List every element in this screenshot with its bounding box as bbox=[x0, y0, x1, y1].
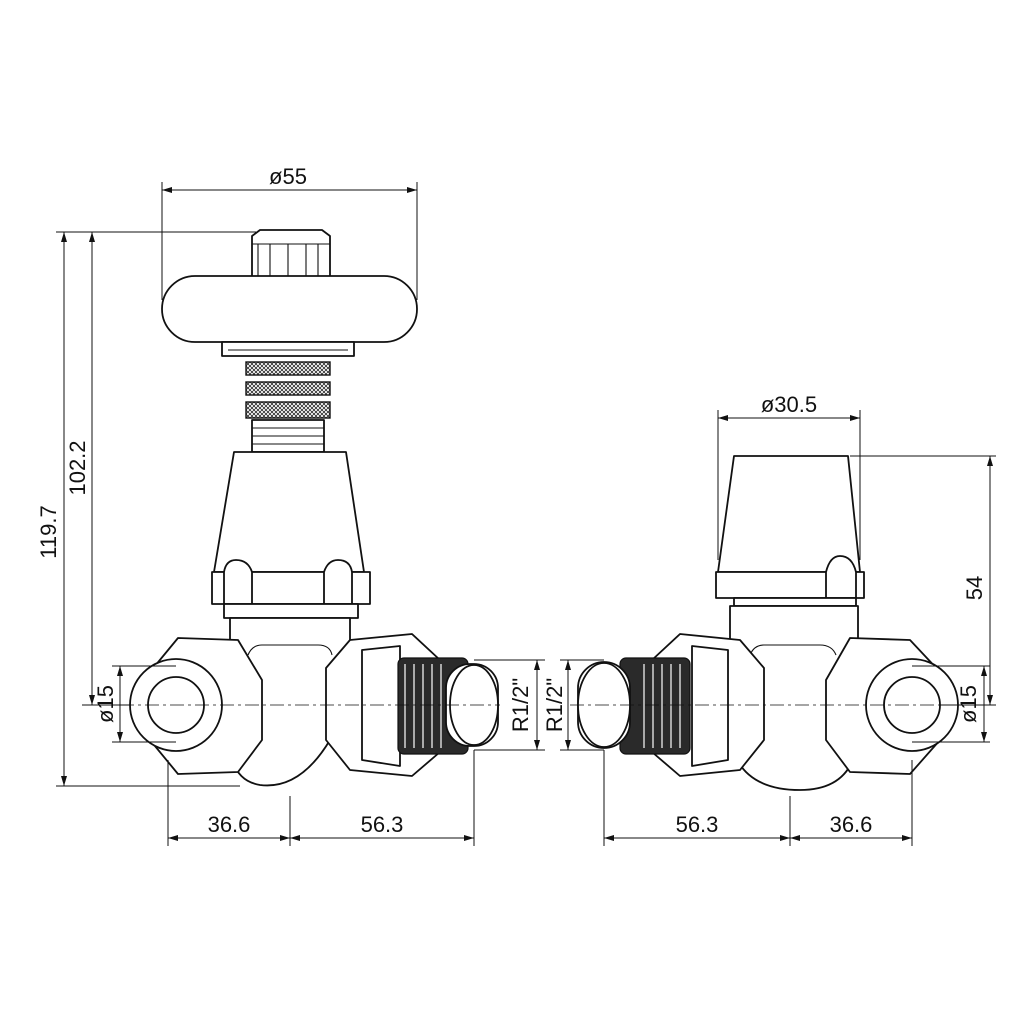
label-left-offset: 36.6 bbox=[208, 812, 251, 837]
left-compression-nut bbox=[129, 637, 263, 775]
label-pipe-right: ø15 bbox=[956, 685, 981, 723]
dimension-labels: ø55 ø30.5 119.7 102.2 54 ø15 ø15 R1/2" R… bbox=[36, 164, 987, 837]
label-head-diameter: ø55 bbox=[269, 164, 307, 189]
label-overall-height: 119.7 bbox=[36, 505, 61, 558]
label-thread-left: R1/2" bbox=[508, 678, 533, 732]
right-valve bbox=[570, 455, 980, 791]
left-valve bbox=[120, 229, 500, 787]
label-right-tail: 56.3 bbox=[676, 812, 719, 837]
dimension-lines bbox=[56, 182, 996, 846]
lockshield-cap bbox=[715, 455, 865, 607]
label-thread-right: R1/2" bbox=[542, 678, 567, 732]
right-compression-nut bbox=[825, 637, 959, 775]
right-thread bbox=[577, 657, 691, 755]
wheel-head bbox=[161, 229, 418, 357]
label-cap-height: 54 bbox=[962, 576, 987, 600]
knurled-stem bbox=[245, 361, 331, 453]
label-pipe-left: ø15 bbox=[93, 685, 118, 723]
left-thread bbox=[397, 657, 499, 755]
valve-bonnet bbox=[211, 451, 371, 619]
label-cap-diameter: ø30.5 bbox=[761, 392, 817, 417]
label-left-tail: 56.3 bbox=[361, 812, 404, 837]
label-right-offset: 36.6 bbox=[830, 812, 873, 837]
label-stem-height: 102.2 bbox=[65, 440, 90, 495]
